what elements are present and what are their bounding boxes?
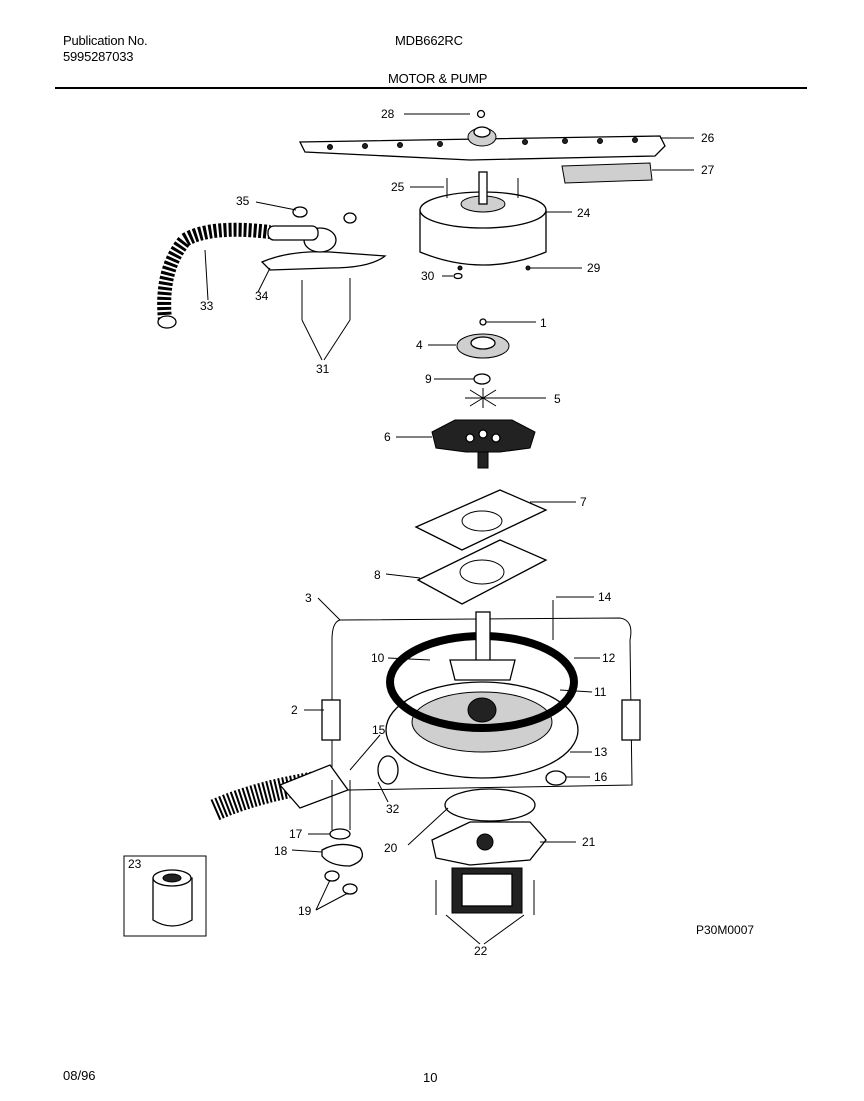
sump-plug xyxy=(545,770,567,786)
spray-arm-nut xyxy=(476,109,486,119)
callout-15: 15 xyxy=(372,723,386,737)
washer xyxy=(329,828,351,840)
callout-17: 17 xyxy=(289,827,303,841)
spray-arm xyxy=(298,126,666,161)
callout-10: 10 xyxy=(371,651,385,665)
callout-23: 23 xyxy=(128,857,142,871)
inset-box xyxy=(123,855,207,937)
element-bracket-right xyxy=(621,699,641,741)
callout-32: 32 xyxy=(386,802,400,816)
callout-11: 11 xyxy=(594,685,607,699)
callout-5: 5 xyxy=(554,392,561,406)
publication-number: 5995287033 xyxy=(63,49,134,64)
callout-19: 19 xyxy=(298,904,312,918)
leader-lines xyxy=(204,113,694,945)
filter-sleeve xyxy=(152,869,193,927)
callout-21: 21 xyxy=(582,835,596,849)
callout-18: 18 xyxy=(274,844,288,858)
motor-mount xyxy=(431,821,547,866)
callout-27: 27 xyxy=(701,163,715,177)
callout-14: 14 xyxy=(598,590,612,604)
callout-4: 4 xyxy=(416,338,423,352)
pump-housing-oring xyxy=(453,272,463,280)
callout-13: 13 xyxy=(594,745,608,759)
callout-28: 28 xyxy=(381,107,395,121)
callout-16: 16 xyxy=(594,770,608,784)
callout-9: 9 xyxy=(425,372,432,386)
spray-arm-bearing xyxy=(561,162,653,184)
callout-29: 29 xyxy=(587,261,601,275)
footer-date: 08/96 xyxy=(63,1068,96,1083)
section-title: MOTOR & PUMP xyxy=(388,71,488,86)
callout-2: 2 xyxy=(291,703,298,717)
motor-mount-gasket xyxy=(444,788,536,822)
pump-housing xyxy=(419,171,547,271)
seal-ring xyxy=(473,373,491,385)
callout-22: 22 xyxy=(474,944,488,958)
motor xyxy=(451,867,523,914)
header-rule xyxy=(55,87,807,89)
callout-7: 7 xyxy=(580,495,587,509)
element-bracket-left xyxy=(321,699,341,741)
publication-label: Publication No. xyxy=(63,33,148,48)
nut-right xyxy=(342,883,358,895)
gasket-upper xyxy=(414,489,548,551)
drain-valve xyxy=(260,206,387,271)
sump-filter xyxy=(449,611,516,681)
drawing-code: P30M0007 xyxy=(696,923,754,937)
model-number: MDB662RC xyxy=(395,33,463,48)
callout-3: 3 xyxy=(305,591,312,605)
callout-31: 31 xyxy=(316,362,330,376)
drain-hose xyxy=(157,222,271,321)
inlet-connector xyxy=(377,755,399,785)
callout-30: 30 xyxy=(421,269,435,283)
pump-body xyxy=(431,419,536,469)
nut-left xyxy=(324,870,340,882)
page-number: 10 xyxy=(423,1070,438,1085)
impeller xyxy=(456,333,510,359)
callout-12: 12 xyxy=(602,651,616,665)
callout-20: 20 xyxy=(384,841,398,855)
callout-26: 26 xyxy=(701,131,715,145)
callout-34: 34 xyxy=(255,289,269,303)
callout-1: 1 xyxy=(540,316,547,330)
callout-35: 35 xyxy=(236,194,250,208)
terminal-plate xyxy=(321,843,364,867)
callout-8: 8 xyxy=(374,568,381,582)
callout-33: 33 xyxy=(200,299,214,313)
callout-6: 6 xyxy=(384,430,391,444)
impeller-nut xyxy=(479,318,487,326)
callout-25: 25 xyxy=(391,180,405,194)
gasket-lower xyxy=(416,539,548,605)
chopper-blade xyxy=(465,388,500,408)
callout-24: 24 xyxy=(577,206,591,220)
